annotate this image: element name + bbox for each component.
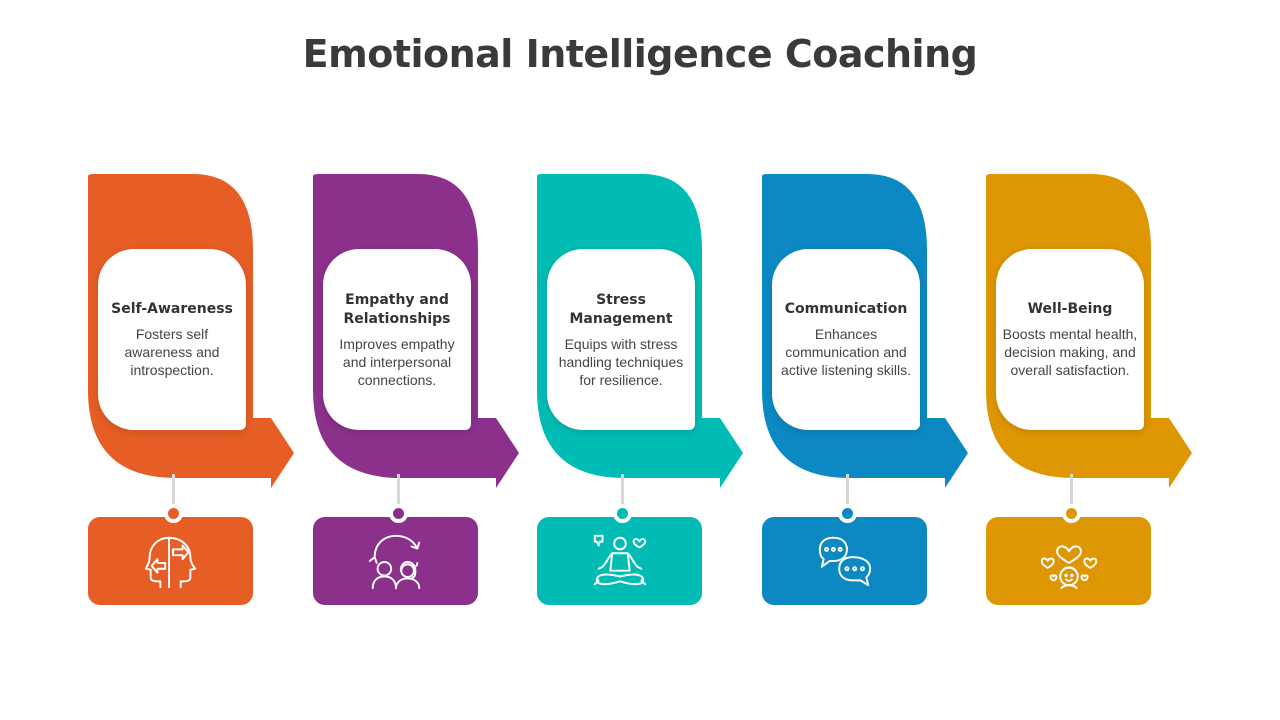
step-card: Empathy and Relationships Improves empat… (323, 249, 471, 430)
wellbeing-hearts-icon (1040, 545, 1097, 590)
meditation-icon (593, 534, 646, 586)
connector-line (846, 474, 849, 512)
step-title: Well-Being (1027, 301, 1113, 317)
connector-line (1070, 474, 1073, 512)
step-title: Empathy and Relationships (343, 291, 451, 327)
step-well-being: Well-Being Boosts mental health, decisio… (986, 170, 1201, 610)
icon-box (313, 517, 478, 605)
step-title: Stress Management (569, 291, 673, 327)
step-description: Fosters self awareness and introspection… (124, 326, 220, 378)
connector-line (397, 474, 400, 512)
step-stress-management: Stress Management Equips with stress han… (537, 170, 752, 610)
connector-line (172, 474, 175, 512)
step-card: Self-Awareness Fosters self awareness an… (98, 249, 246, 430)
step-title: Self-Awareness (111, 301, 233, 317)
icon-box (986, 517, 1151, 605)
step-card: Communication Enhances communication and… (772, 249, 920, 430)
step-description: Enhances communication and active listen… (781, 326, 911, 378)
connector-dot (164, 504, 183, 523)
step-description: Equips with stress handling techniques f… (558, 335, 684, 388)
icon-box (762, 517, 927, 605)
step-card: Stress Management Equips with stress han… (547, 249, 695, 430)
icon-box (537, 517, 702, 605)
step-description: Boosts mental health, decision making, a… (1002, 326, 1138, 378)
step-description: Improves empathy and interpersonal conne… (339, 335, 455, 388)
connector-line (621, 474, 624, 512)
connector-dot (613, 504, 632, 523)
self-awareness-head-icon (144, 536, 196, 589)
icon-box (88, 517, 253, 605)
step-self-awareness: Self-Awareness Fosters self awareness an… (88, 170, 303, 610)
step-communication: Communication Enhances communication and… (762, 170, 977, 610)
step-title: Communication (784, 301, 908, 317)
connector-dot (1062, 504, 1081, 523)
page-title: Emotional Intelligence Coaching (302, 32, 978, 76)
connector-dot (389, 504, 408, 523)
step-card: Well-Being Boosts mental health, decisio… (996, 249, 1144, 430)
chat-bubbles-icon (818, 536, 871, 587)
connector-dot (838, 504, 857, 523)
relationship-people-icon (368, 534, 420, 590)
step-empathy: Empathy and Relationships Improves empat… (313, 170, 528, 610)
